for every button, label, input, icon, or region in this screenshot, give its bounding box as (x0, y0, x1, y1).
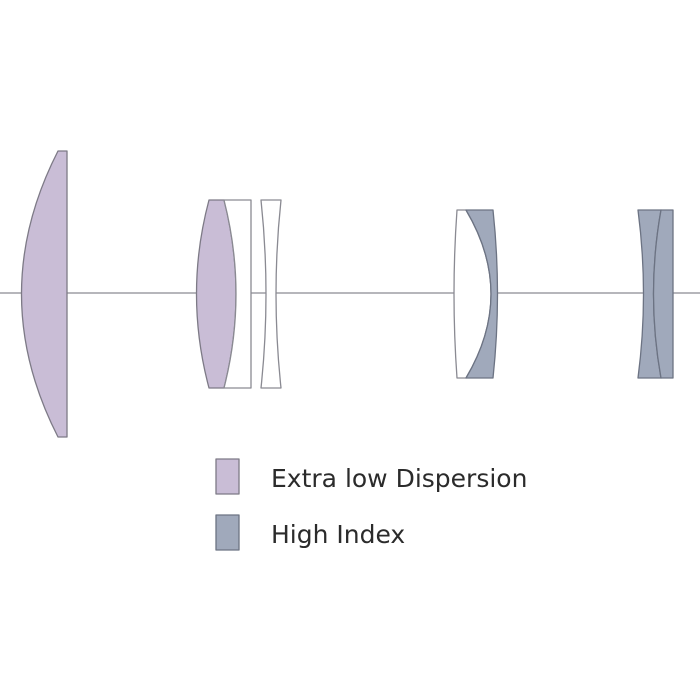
lens-group-1 (20, 150, 68, 438)
legend-swatch-high-index (215, 514, 240, 551)
legend-swatch-extra-low-dispersion (215, 458, 240, 495)
lens-element-1-ed (20, 150, 68, 438)
legend-label-extra-low-dispersion: Extra low Dispersion (271, 464, 527, 493)
lens-element-8-high-index (652, 209, 674, 379)
lens-element-3-clear (223, 199, 252, 389)
lens-group-2 (195, 199, 282, 389)
legend-label-high-index: High Index (271, 520, 405, 549)
legend: Extra low Dispersion High Index (215, 458, 527, 551)
lens-element-6-high-index (465, 209, 499, 379)
lens-group-3 (453, 209, 499, 379)
lens-group-4 (637, 209, 674, 379)
lens-element-4-clear (260, 199, 282, 389)
